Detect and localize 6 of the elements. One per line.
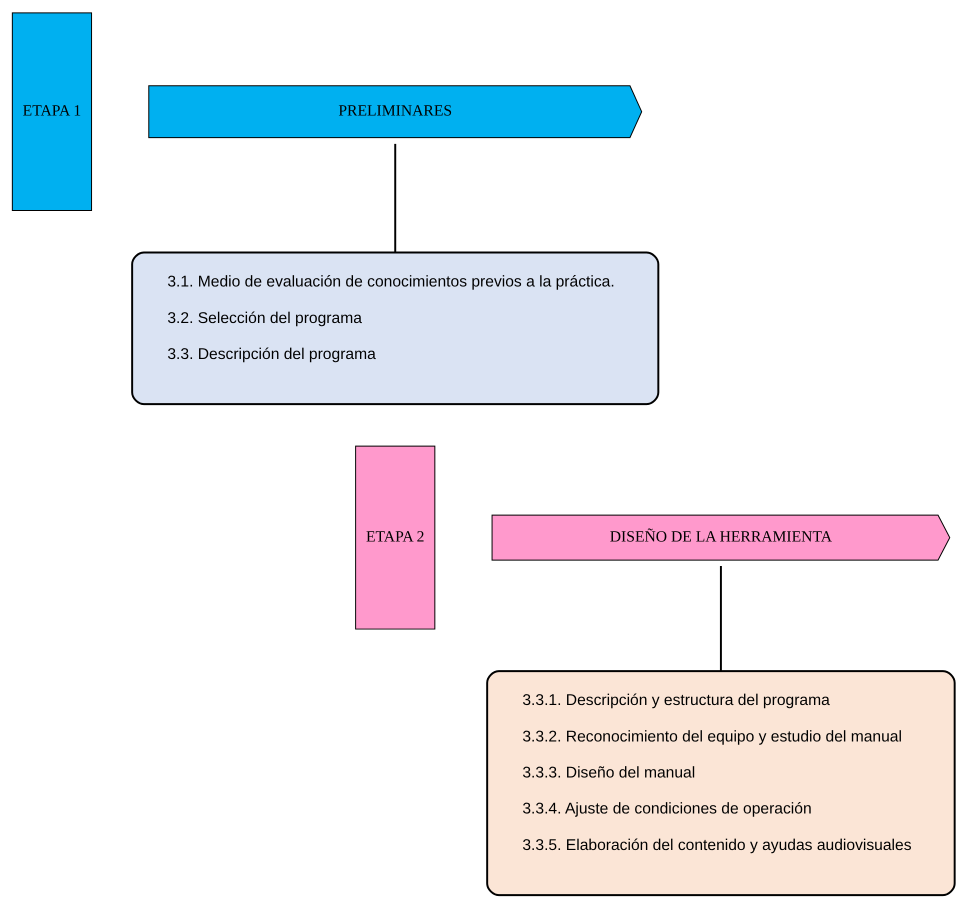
node-box: 3.3.1. Descripción y estructura del programa 3.3.2. Reconocimiento del equipo y estudio del manual 3.3.3. Diseño del manual 3.3.4. Ajuste de condiciones de operación 3.3.5. Elaboración del contenido y ayudas audiovisuales (486, 670, 956, 896)
node-box: ETAPA 2 (355, 445, 436, 630)
connector (720, 566, 722, 670)
node-box: 3.1. Medio de evaluación de conocimientos previos a la práctica. 3.2. Selección del programa 3.3. Descripción del programa (131, 251, 660, 405)
node-box: ETAPA 1 (12, 12, 92, 210)
connector (394, 143, 396, 252)
